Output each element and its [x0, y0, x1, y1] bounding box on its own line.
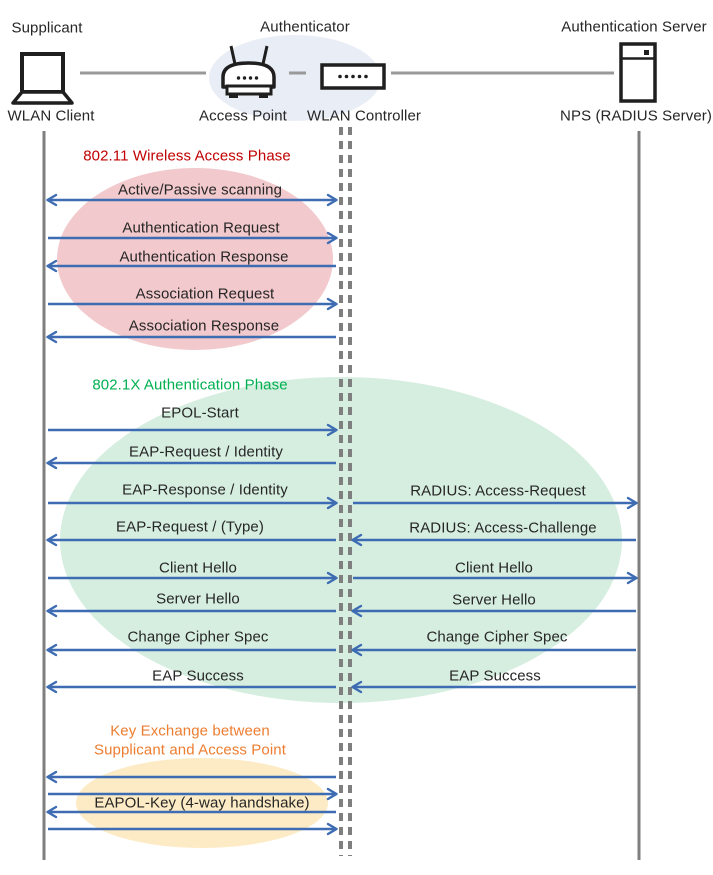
phase2-title: 802.1X Authentication Phase — [92, 376, 288, 394]
msg-radius-access-request: RADIUS: Access-Request — [410, 482, 586, 500]
msg-assoc-response: Association Response — [128, 317, 280, 335]
authenticator-group-ellipse — [209, 35, 381, 121]
msg-eap-success-right: EAP Success — [449, 667, 541, 685]
actor-wlan-client-label: WLAN Client — [7, 107, 95, 125]
actor-access-point-label: Access Point — [199, 107, 287, 125]
phase3-title-line1: Key Exchange between — [110, 722, 270, 740]
msg-server-hello-left: Server Hello — [156, 590, 240, 608]
lifelines — [42, 127, 641, 860]
actor-nps-label: NPS (RADIUS Server) — [560, 107, 712, 125]
msg-client-hello-left: Client Hello — [159, 559, 237, 577]
key-exchange-phase-ellipse — [76, 758, 328, 848]
msg-auth-request: Authentication Request — [122, 219, 280, 237]
message-arrows — [46, 193, 638, 836]
msg-assoc-request: Association Request — [135, 285, 275, 303]
msg-eap-request-type: EAP-Request / (Type) — [116, 518, 264, 536]
msg-eap-request-identity: EAP-Request / Identity — [129, 443, 283, 461]
msg-auth-response: Authentication Response — [119, 248, 289, 266]
msg-change-cipher-right: Change Cipher Spec — [426, 628, 568, 646]
msg-eapol-key: EAPOL-Key (4-way handshake) — [94, 794, 310, 812]
phase1-title: 802.11 Wireless Access Phase — [83, 147, 291, 165]
msg-server-hello-right: Server Hello — [452, 591, 536, 609]
msg-eap-response-identity: EAP-Response / Identity — [122, 481, 288, 499]
msg-radius-access-challenge: RADIUS: Access-Challenge — [409, 519, 597, 537]
server-icon — [619, 42, 657, 103]
access-point-icon — [221, 45, 276, 98]
msg-client-hello-right: Client Hello — [455, 559, 533, 577]
role-auth-server-label: Authentication Server — [561, 18, 707, 36]
role-supplicant-label: Supplicant — [11, 19, 83, 37]
msg-eap-success-left: EAP Success — [152, 667, 244, 685]
wlan-controller-icon — [320, 63, 386, 90]
phase3-title-line2: Supplicant and Access Point — [94, 741, 286, 759]
role-authenticator-label: Authenticator — [260, 18, 350, 36]
msg-epol-start: EPOL-Start — [161, 404, 239, 422]
msg-scanning: Active/Passive scanning — [117, 181, 283, 199]
msg-change-cipher-left: Change Cipher Spec — [127, 628, 269, 646]
actor-wlan-controller-label: WLAN Controller — [306, 107, 422, 125]
laptop-icon — [11, 52, 74, 105]
